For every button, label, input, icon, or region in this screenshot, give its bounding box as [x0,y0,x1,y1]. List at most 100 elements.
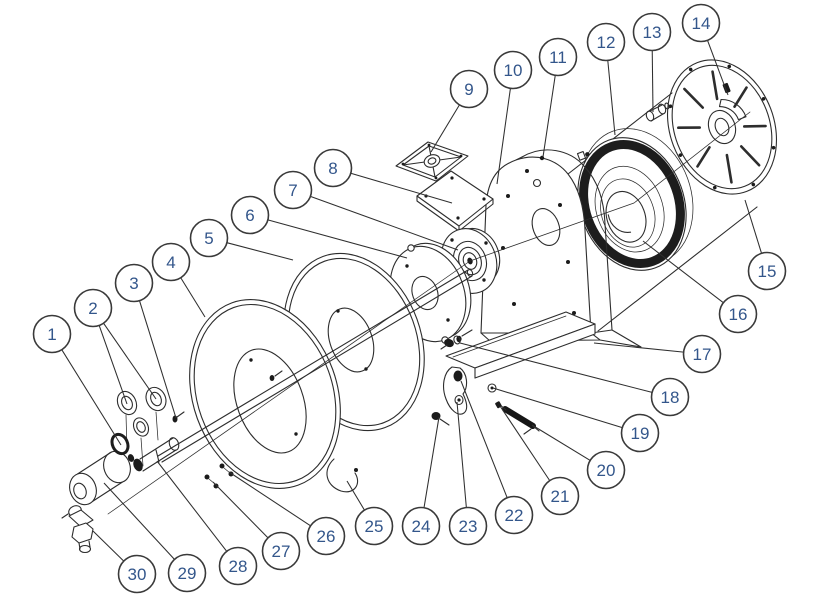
swivel-elbow [61,505,94,554]
balloon-number-23: 23 [459,517,478,536]
balloon-13 [632,12,672,52]
reel-disc-inner-segment [336,309,340,313]
balloon-17 [682,334,722,374]
balloon-8 [313,148,353,188]
leader-line-2 [98,325,128,405]
frame-plate-segment [531,208,561,246]
power-spring-segment [607,214,632,233]
power-spring-segment [576,151,587,161]
latch-assembly-segment [454,394,464,406]
o-ring-a [116,390,138,416]
reel-disc-outer-segment [193,303,337,485]
leader-line-29 [103,482,175,560]
leader-line-24 [423,416,440,508]
spindle-shaft-segment [139,437,174,460]
latch-assembly-segment [457,398,461,402]
spoked-wheel-segment [671,64,773,190]
spindle-hub-segment [69,472,97,506]
balloon-19 [620,413,660,453]
arbor-fitting-segment [650,113,664,122]
balloon-number-12: 12 [597,33,616,52]
frame-plate-segment [572,311,576,315]
spoked-wheel-segment [739,145,761,167]
leader-line-18 [459,342,653,393]
spoked-wheel-segment [678,153,683,157]
swivel-bracket-segment [427,143,431,147]
latch-assembly-segment [532,425,540,432]
wire-clip-segment [354,468,358,472]
balloon-12 [586,22,626,62]
balloon-11 [538,37,578,77]
balloon-number-29: 29 [178,564,197,583]
spoked-wheel-segment [707,109,737,145]
leader-line-25 [346,480,365,511]
balloon-number-18: 18 [661,388,680,407]
leader-line-26 [228,471,311,527]
spindle-shaft-segment [155,449,160,463]
balloon-number-24: 24 [412,517,431,536]
balloon-26 [306,516,346,556]
base-channel [445,311,596,379]
washer-set-segment [176,411,185,418]
small-screws-segment [219,463,225,469]
mounting-plate-segment [416,170,494,227]
axle-bolt-segment [269,375,275,381]
balloon-29 [167,553,207,593]
reel-disc-outer-segment [233,348,307,454]
small-screws-segment [213,483,219,489]
swivel-elbow-segment [68,509,94,528]
axle-shaft-segment [161,275,473,463]
latch-assembly-segment [439,418,450,426]
balloon-18 [650,377,690,417]
balloon-number-21: 21 [551,487,570,506]
axle-bolt-segment [461,329,473,337]
bearing-hub-segment [482,278,486,282]
bearing-hub-segment [484,241,488,245]
balloon-number-10: 10 [504,61,523,80]
balloon-number-15: 15 [758,262,777,281]
balloon-25 [354,506,394,546]
balloon-14 [681,3,721,43]
balloon-number-6: 6 [245,206,254,225]
balloon-9 [449,69,489,109]
balloon-10 [493,50,533,90]
reel-disc-outer-segment [294,432,298,436]
leader-line-16 [642,240,724,304]
spoked-wheel-segment [751,182,756,187]
spoked-wheel-segment [727,64,732,69]
base-channel-segment [452,315,567,358]
balloon-number-9: 9 [464,80,473,99]
swivel-bracket-segment [401,162,405,166]
leader-line-3 [138,300,177,419]
reel-disc-outer-segment [189,299,341,489]
spindle-shaft-segment [142,449,177,472]
spoked-wheel-segment [733,86,748,108]
leader-line-15 [744,199,763,254]
balloon-number-22: 22 [505,506,524,525]
axle-shaft-segment [466,269,474,277]
leader-line-22 [460,380,508,498]
balloon-4 [151,242,191,282]
power-spring-segment [579,140,685,268]
washer-set-segment [136,421,146,433]
leader-line-8 [350,172,453,204]
reel-disc-inner-segment [327,307,375,373]
frame-plate-segment [532,178,542,188]
spindle-hub-segment [76,451,113,475]
spoked-wheel-segment [725,153,733,184]
balloon-number-16: 16 [729,305,748,324]
balloon-3 [114,263,154,303]
reel-disc-inner-segment [364,367,368,371]
leader-line-7 [310,195,459,251]
base-channel-segment [474,323,596,379]
leader-line-21 [499,405,551,481]
balloon-number-27: 27 [272,542,291,561]
balloon-number-26: 26 [317,527,336,546]
frame-plate-segment [512,302,516,306]
balloon-27 [261,531,301,571]
leader-line-23 [456,401,467,508]
frame-plate-segment [558,203,562,207]
leader-line-12 [607,60,616,136]
